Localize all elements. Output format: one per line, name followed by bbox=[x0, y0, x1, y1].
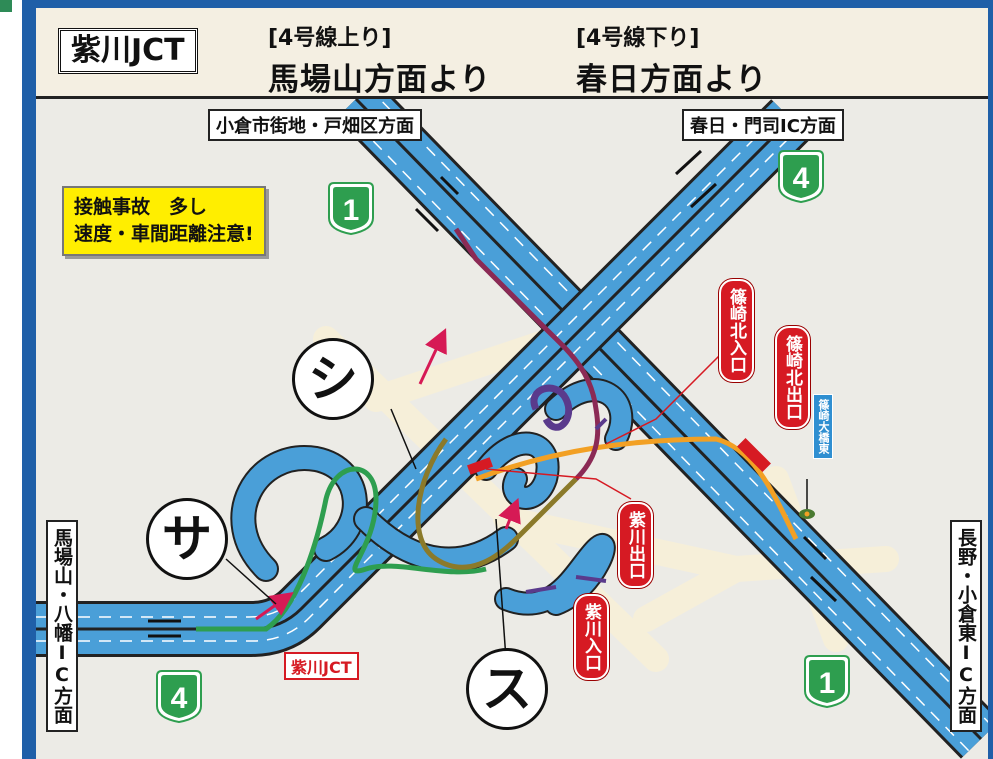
ramp-bar-2 bbox=[737, 438, 771, 472]
jct-map-label: 紫川JCT bbox=[284, 652, 359, 680]
route-sa bbox=[196, 466, 487, 632]
leader-lines bbox=[225, 348, 808, 660]
purple-arrow-1 bbox=[594, 417, 608, 431]
circle-label-sa: サ bbox=[146, 498, 228, 580]
su-pointer bbox=[498, 497, 521, 530]
direction2-origin: 春日方面より bbox=[576, 62, 768, 98]
header: 紫川JCT [4号線上り] 馬場山方面より [4号線下り] 春日方面より bbox=[36, 8, 988, 99]
circle-label-shi: シ bbox=[292, 338, 374, 420]
top-accent-strip bbox=[0, 0, 12, 12]
route1-shield-top-number: 1 bbox=[343, 194, 360, 227]
warning-line1: 接触事故 多し bbox=[74, 196, 208, 218]
circle-label-su: ス bbox=[466, 648, 548, 730]
jct-title: 紫川JCT bbox=[58, 28, 198, 74]
label-babayama-yahata: 馬場山・八幡IC方面 bbox=[46, 520, 78, 732]
label-kokura-tobata: 小倉市街地・戸畑区方面 bbox=[208, 109, 422, 141]
direction1-origin: 馬場山方面より bbox=[268, 62, 492, 98]
ramp-murasakigawa-exit: 紫川出口 bbox=[618, 502, 653, 588]
label-kasuga-moji: 春日・門司IC方面 bbox=[682, 109, 844, 141]
route1-shield-bottom-number: 1 bbox=[819, 667, 836, 700]
accident-warning: 接触事故 多し 速度・車間距離注意! bbox=[62, 186, 266, 256]
purple-arrow-2 bbox=[525, 585, 557, 594]
route4-shield-bottom-number: 4 bbox=[171, 682, 188, 715]
ramp-bar-1 bbox=[467, 457, 493, 475]
route-shi bbox=[415, 437, 578, 570]
ramp-shinozaki-kita-exit: 篠崎北出口 bbox=[775, 326, 810, 429]
route4-shield-top: 4 bbox=[778, 150, 824, 204]
label-shinozaki-ohashi-east: 篠崎大橋東 bbox=[813, 394, 833, 459]
label-nagano-kokura-higashi: 長野・小倉東IC方面 bbox=[950, 520, 982, 732]
sa-pointer bbox=[255, 592, 294, 621]
route4-shield-top-number: 4 bbox=[793, 162, 810, 195]
route4-shield-bottom: 4 bbox=[156, 670, 202, 724]
map-panel: 紫川JCT [4号線上り] 馬場山方面より [4号線下り] 春日方面より bbox=[36, 8, 988, 759]
direction1-route: [4号線上り] bbox=[268, 26, 392, 51]
traffic-arrows bbox=[148, 149, 838, 638]
ramp-loop-purple bbox=[530, 384, 573, 431]
route1-mainline bbox=[335, 99, 988, 759]
ramp-shinozaki-kita-entrance: 篠崎北入口 bbox=[719, 279, 754, 382]
signal-light bbox=[799, 509, 815, 519]
route1-shield-bottom: 1 bbox=[804, 655, 850, 709]
route-su bbox=[475, 436, 799, 541]
purple-arrow-3 bbox=[575, 575, 607, 583]
ramp-murasakigawa-entrance: 紫川入口 bbox=[574, 594, 609, 680]
shi-pointer bbox=[418, 328, 447, 385]
warning-line2: 速度・車間距離注意! bbox=[74, 223, 254, 245]
route1-shield-top: 1 bbox=[328, 182, 374, 236]
route-ramp-north bbox=[453, 227, 601, 481]
direction2-route: [4号線下り] bbox=[576, 26, 700, 51]
